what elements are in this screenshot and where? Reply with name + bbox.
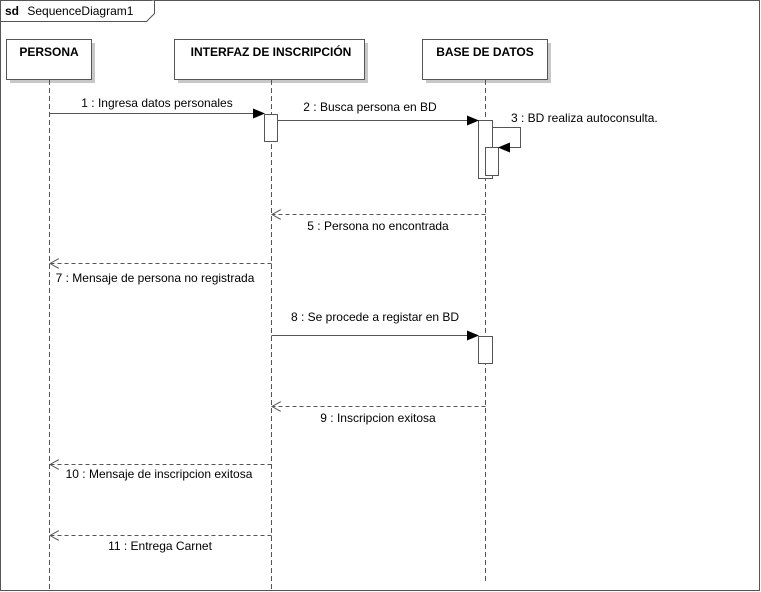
lifeline-persona: PERSONA — [6, 39, 95, 590]
lifeline-bd-box[interactable] — [422, 39, 548, 80]
messages: 1 : Ingresa datos personales 2 : Busca p… — [50, 96, 658, 553]
activation-bars — [264, 114, 499, 364]
message-1-label: 1 : Ingresa datos personales — [81, 96, 232, 110]
activation-bd-self[interactable] — [485, 147, 499, 176]
lifeline-interfaz: INTERFAZ DE INSCRIPCIÓN — [174, 39, 368, 590]
frame-name: SequenceDiagram1 — [27, 4, 133, 18]
lifeline-interfaz-label: INTERFAZ DE INSCRIPCIÓN — [191, 44, 352, 59]
frame-keyword: sd — [5, 4, 19, 18]
message-7-label: 7 : Mensaje de persona no registrada — [56, 271, 255, 285]
frame-tab — [0, 0, 155, 22]
frame-title: sd SequenceDiagram1 — [5, 4, 134, 18]
message-3-label: 3 : BD realiza autoconsulta. — [511, 111, 658, 125]
lifeline-interfaz-box[interactable] — [174, 39, 365, 80]
message-2-label: 2 : Busca persona en BD — [303, 100, 437, 114]
message-9-label: 9 : Inscripcion exitosa — [320, 411, 436, 425]
message-8-label: 8 : Se procede a registar en BD — [291, 310, 459, 324]
activation-bd-2[interactable] — [478, 336, 493, 364]
lifeline-bd-label: BASE DE DATOS — [436, 45, 534, 59]
lifeline-persona-label: PERSONA — [19, 45, 79, 59]
message-11-label: 11 : Entrega Carnet — [108, 539, 213, 553]
message-3-arrow[interactable] — [492, 127, 521, 153]
lifeline-persona-box[interactable] — [6, 39, 92, 80]
lifeline-bd: BASE DE DATOS — [422, 39, 551, 582]
message-5-label: 5 : Persona no encontrada — [307, 219, 449, 233]
message-10-label: 10 : Mensaje de inscripcion exitosa — [66, 467, 253, 481]
activation-interfaz-1[interactable] — [264, 114, 278, 142]
